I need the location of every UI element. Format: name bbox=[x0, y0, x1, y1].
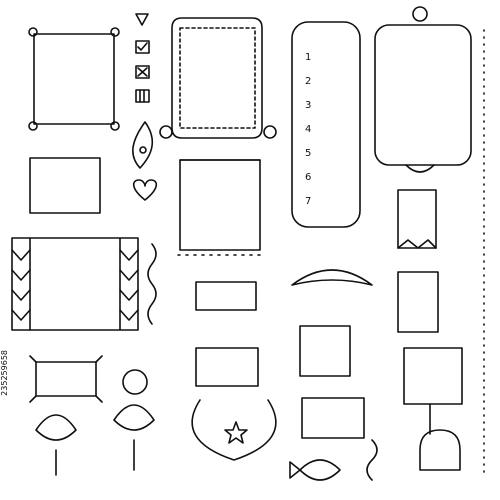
fish-icon bbox=[290, 460, 340, 480]
teardrop-ornament bbox=[133, 122, 152, 168]
star-icon bbox=[225, 422, 247, 443]
hanging-sign-frame bbox=[375, 7, 471, 172]
bracket-frame bbox=[196, 282, 256, 310]
small-bordered-frame bbox=[30, 158, 100, 213]
list-numbers: 1 2 3 4 5 6 7 bbox=[305, 52, 311, 207]
diamond-label-frame bbox=[30, 356, 102, 402]
folk-flower-right bbox=[114, 405, 154, 470]
list-number: 7 bbox=[305, 196, 311, 207]
ribbon-banner-scalloped bbox=[398, 272, 438, 332]
flower-ornament bbox=[123, 370, 147, 394]
heart-icon bbox=[134, 180, 157, 200]
triangle-banner-frame bbox=[12, 238, 138, 330]
cross-box-icon bbox=[136, 66, 149, 78]
dot-corner-frame bbox=[302, 398, 364, 438]
list-number: 2 bbox=[305, 76, 311, 87]
watermark-id: 235259658 bbox=[0, 350, 9, 396]
squiggle-line bbox=[148, 244, 156, 324]
triangle-icon bbox=[136, 14, 148, 25]
curl-corner-frame bbox=[29, 28, 119, 130]
folk-flower-left bbox=[36, 415, 76, 475]
arch-tag bbox=[420, 430, 460, 470]
checkmark-box-icon bbox=[136, 41, 149, 53]
list-number: 3 bbox=[305, 100, 311, 111]
list-number: 4 bbox=[305, 124, 311, 135]
arch-banner bbox=[292, 270, 372, 285]
list-number: 1 bbox=[305, 52, 311, 63]
scalloped-box-frame bbox=[300, 326, 350, 376]
striped-box-icon bbox=[136, 90, 149, 102]
numbered-list-panel bbox=[292, 22, 360, 227]
laurel-wreath bbox=[192, 400, 276, 460]
checkbox-icons bbox=[136, 14, 149, 102]
ribbon-banner-tassel bbox=[404, 348, 462, 434]
scalloped-dashed-frame bbox=[160, 18, 276, 138]
list-number: 5 bbox=[305, 148, 311, 159]
list-number: 6 bbox=[305, 172, 311, 183]
ribbon-banner bbox=[398, 190, 436, 248]
dot-fringe-frame bbox=[178, 160, 264, 255]
small-squiggle bbox=[367, 440, 377, 480]
fancy-frame bbox=[196, 348, 258, 386]
